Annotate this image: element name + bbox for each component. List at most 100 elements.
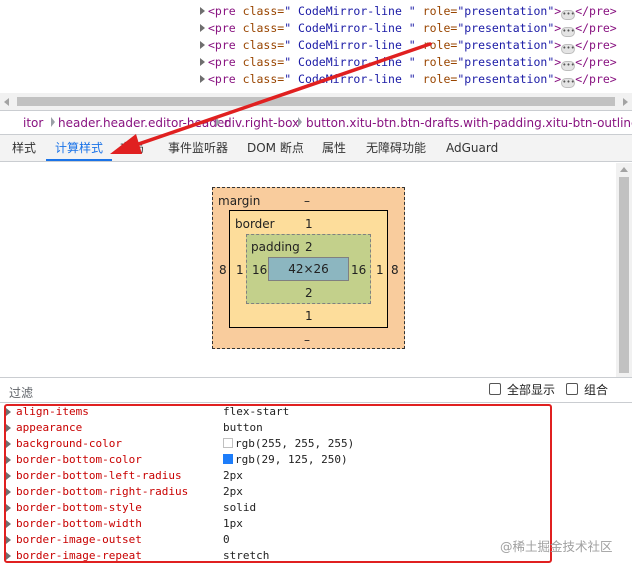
- elements-code-area[interactable]: <pre class=" CodeMirror-line " role="pre…: [0, 0, 632, 93]
- ellipsis-icon[interactable]: •••: [561, 61, 576, 71]
- property-value: rgb(255, 255, 255): [235, 437, 355, 450]
- tab-styles[interactable]: 样式: [12, 141, 37, 155]
- property-row[interactable]: border-bottom-color rgb(29, 125, 250): [0, 452, 632, 468]
- attr-value: "presentation": [457, 21, 555, 35]
- group-label[interactable]: 组合: [584, 383, 609, 397]
- vertical-scrollbar[interactable]: [616, 163, 632, 377]
- attr-name: role=: [422, 38, 458, 52]
- expand-caret-icon[interactable]: [200, 7, 205, 15]
- expand-triangle-icon[interactable]: [6, 424, 11, 432]
- border-bottom-value[interactable]: 1: [305, 309, 313, 323]
- horizontal-scrollbar[interactable]: [0, 93, 632, 110]
- attr-value: "presentation": [457, 72, 555, 86]
- tab-event-listeners[interactable]: 事件监听器: [168, 141, 229, 155]
- tag-open: <pre: [208, 72, 236, 86]
- padding-top-value[interactable]: 2: [305, 240, 313, 254]
- expand-triangle-icon[interactable]: [6, 552, 11, 560]
- property-row[interactable]: border-bottom-left-radius 2px: [0, 468, 632, 484]
- property-name: align-items: [16, 405, 89, 418]
- expand-triangle-icon[interactable]: [6, 408, 11, 416]
- code-line[interactable]: <pre class=" CodeMirror-line " role="pre…: [200, 37, 617, 54]
- scroll-left-icon[interactable]: [4, 98, 9, 106]
- ellipsis-icon[interactable]: •••: [561, 27, 576, 37]
- box-model-content[interactable]: 42×26: [268, 257, 349, 281]
- watermark: @稀土掘金技术社区: [500, 539, 613, 554]
- expand-triangle-icon[interactable]: [6, 440, 11, 448]
- expand-triangle-icon[interactable]: [6, 520, 11, 528]
- expand-triangle-icon[interactable]: [6, 536, 11, 544]
- property-value: solid: [223, 501, 257, 514]
- code-line[interactable]: <pre class=" CodeMirror-line " role="pre…: [200, 3, 617, 20]
- attr-name: role=: [422, 4, 458, 18]
- attr-name: role=: [422, 55, 458, 69]
- attr-name: class=: [242, 55, 285, 69]
- property-row[interactable]: border-bottom-style solid: [0, 500, 632, 516]
- property-row[interactable]: appearance button: [0, 420, 632, 436]
- border-top-value[interactable]: 1: [305, 217, 313, 231]
- property-name: border-bottom-width: [16, 517, 142, 530]
- property-row[interactable]: border-bottom-right-radius 2px: [0, 484, 632, 500]
- margin-left-value[interactable]: 8: [219, 263, 227, 277]
- tab-adguard[interactable]: AdGuard: [446, 141, 499, 155]
- padding-label: padding: [251, 240, 300, 254]
- scrollbar-thumb[interactable]: [17, 97, 615, 106]
- show-all-checkbox[interactable]: [489, 383, 501, 395]
- property-row[interactable]: border-image-outset 0: [0, 532, 632, 548]
- expand-caret-icon[interactable]: [200, 58, 205, 66]
- tag-close: </pre>: [575, 72, 617, 86]
- scrollbar-thumb[interactable]: [619, 177, 629, 373]
- breadcrumb-item[interactable]: itor: [23, 116, 44, 130]
- attr-value: " CodeMirror-line ": [284, 4, 416, 18]
- margin-bottom-value[interactable]: –: [304, 333, 310, 347]
- expand-triangle-icon[interactable]: [6, 504, 11, 512]
- scroll-right-icon[interactable]: [623, 98, 628, 106]
- group-checkbox[interactable]: [566, 383, 578, 395]
- tab-accessibility[interactable]: 无障碍功能: [366, 141, 427, 155]
- tag-close: </pre>: [575, 38, 617, 52]
- breadcrumb-item-selected[interactable]: button.xitu-btn.btn-drafts.with-padding.…: [306, 116, 632, 130]
- padding-left-value[interactable]: 16: [252, 263, 268, 277]
- ellipsis-icon[interactable]: •••: [561, 78, 576, 88]
- expand-caret-icon[interactable]: [200, 24, 205, 32]
- breadcrumb-separator-icon: [298, 117, 302, 127]
- attr-value: " CodeMirror-line ": [284, 38, 416, 52]
- scroll-up-icon[interactable]: [620, 167, 628, 172]
- breadcrumb-separator-icon: [51, 117, 55, 127]
- margin-right-value[interactable]: 8: [391, 263, 399, 277]
- show-all-label[interactable]: 全部显示: [507, 383, 556, 397]
- property-row[interactable]: border-image-repeat stretch: [0, 548, 632, 564]
- breadcrumb-item[interactable]: div.right-box: [224, 116, 300, 130]
- computed-property-list: align-items flex-start appearance button…: [0, 404, 632, 567]
- property-row[interactable]: background-color rgb(255, 255, 255): [0, 436, 632, 452]
- color-swatch[interactable]: [223, 454, 233, 464]
- border-right-value[interactable]: 1: [376, 263, 384, 277]
- expand-triangle-icon[interactable]: [6, 472, 11, 480]
- padding-bottom-value[interactable]: 2: [305, 286, 313, 300]
- attr-name: class=: [242, 4, 285, 18]
- padding-right-value[interactable]: 16: [351, 263, 367, 277]
- tab-computed[interactable]: 计算样式: [46, 135, 113, 161]
- code-line[interactable]: <pre class=" CodeMirror-line " role="pre…: [200, 54, 617, 71]
- property-row[interactable]: border-bottom-width 1px: [0, 516, 632, 532]
- tab-dom-breakpoints[interactable]: DOM 断点: [247, 141, 304, 155]
- tab-properties[interactable]: 属性: [322, 141, 347, 155]
- ellipsis-icon[interactable]: •••: [561, 44, 576, 54]
- expand-triangle-icon[interactable]: [6, 456, 11, 464]
- ellipsis-icon[interactable]: •••: [561, 10, 576, 20]
- property-value-with-swatch: rgb(29, 125, 250): [223, 452, 348, 468]
- border-left-value[interactable]: 1: [236, 263, 244, 277]
- color-swatch[interactable]: [223, 438, 233, 448]
- margin-top-value[interactable]: –: [304, 194, 310, 208]
- code-line[interactable]: <pre class=" CodeMirror-line " role="pre…: [200, 20, 617, 37]
- code-line[interactable]: <pre class=" CodeMirror-line " role="pre…: [200, 71, 617, 88]
- property-row[interactable]: align-items flex-start: [0, 404, 632, 420]
- tab-layout[interactable]: 布局: [120, 141, 145, 155]
- attr-name: role=: [422, 72, 458, 86]
- expand-triangle-icon[interactable]: [6, 488, 11, 496]
- expand-caret-icon[interactable]: [200, 41, 205, 49]
- tag-close: </pre>: [575, 55, 617, 69]
- expand-caret-icon[interactable]: [200, 75, 205, 83]
- filter-input[interactable]: 过滤: [9, 386, 34, 400]
- breadcrumb-item[interactable]: header.header.editor-header: [58, 116, 230, 130]
- tag-open: <pre: [208, 38, 236, 52]
